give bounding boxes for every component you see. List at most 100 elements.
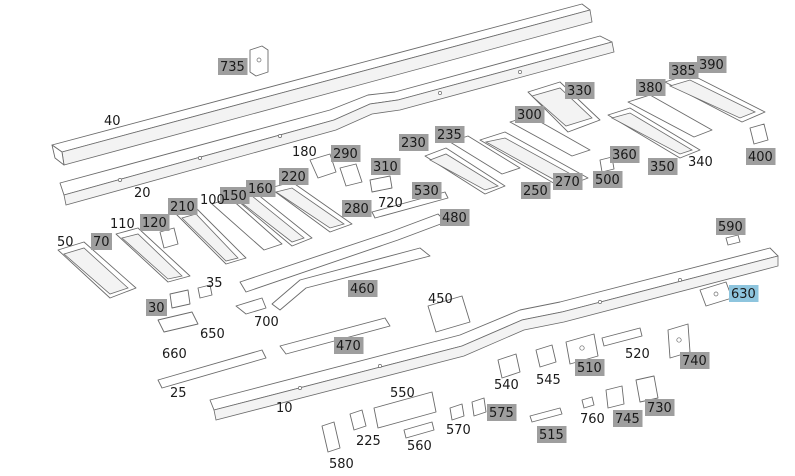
callout-350: 350 [648, 158, 678, 175]
callout-number-630: 630 [731, 287, 756, 302]
callout-number-575: 575 [489, 406, 514, 421]
callout-160: 160 [246, 180, 276, 197]
callout-box-530 [412, 182, 442, 199]
callout-650: 650 [200, 327, 225, 342]
callout-510: 510 [575, 359, 605, 376]
callout-box-70 [91, 233, 112, 250]
part-550-channel [373, 391, 437, 429]
callout-number-570: 570 [446, 423, 471, 438]
callout-number-25: 25 [170, 386, 187, 401]
part-10-long-rail [209, 247, 779, 421]
callout-box-350 [648, 158, 678, 175]
part-545-bracket [535, 344, 557, 368]
callout-235: 235 [435, 126, 465, 143]
callout-570: 570 [446, 423, 471, 438]
callout-number-380: 380 [638, 81, 663, 96]
callout-500: 500 [593, 171, 623, 188]
callout-300: 300 [515, 106, 545, 123]
callout-number-740: 740 [682, 354, 707, 369]
callout-470: 470 [334, 337, 364, 354]
part-50-70-cross-member [57, 241, 137, 299]
callout-box-630 [729, 285, 759, 302]
callout-number-540: 540 [494, 378, 519, 393]
callout-number-210: 210 [170, 200, 195, 215]
callout-number-515: 515 [539, 428, 564, 443]
part-745-bracket [605, 385, 625, 409]
callout-310: 310 [371, 158, 401, 175]
callout-number-160: 160 [248, 182, 273, 197]
callout-box-575 [487, 404, 517, 421]
callout-number-650: 650 [200, 327, 225, 342]
callout-400: 400 [746, 148, 776, 165]
callout-box-290 [331, 145, 361, 162]
callout-box-380 [636, 79, 666, 96]
callout-box-730 [645, 399, 675, 416]
part-650-660-plate [157, 311, 199, 333]
callout-180: 180 [292, 145, 317, 160]
callout-230: 230 [399, 134, 429, 151]
callout-740: 740 [680, 352, 710, 369]
callout-number-580: 580 [329, 457, 354, 472]
callout-735: 735 [218, 58, 248, 75]
callout-660: 660 [162, 347, 187, 362]
callout-745: 745 [613, 410, 643, 427]
callout-210: 210 [168, 198, 198, 215]
callout-box-385 [669, 62, 699, 79]
callout-number-385: 385 [671, 64, 696, 79]
part-510-bracket [565, 333, 599, 365]
callout-50: 50 [57, 235, 74, 250]
callout-number-50: 50 [57, 235, 74, 250]
callout-150: 150 [220, 187, 250, 204]
callout-730: 730 [645, 399, 675, 416]
callout-number-70: 70 [93, 235, 110, 250]
callout-number-220: 220 [281, 170, 306, 185]
callout-40: 40 [104, 114, 121, 129]
callout-box-460 [348, 280, 378, 297]
callout-120: 120 [140, 214, 170, 231]
callout-520: 520 [625, 347, 650, 362]
callout-550: 550 [390, 386, 415, 401]
callout-390: 390 [697, 56, 727, 73]
callout-number-720: 720 [378, 196, 403, 211]
callout-box-310 [371, 158, 401, 175]
callout-530: 530 [412, 182, 442, 199]
part-735-bracket [249, 45, 269, 77]
part-40-long-rail [51, 3, 593, 166]
part-630-bracket [699, 281, 733, 307]
callout-number-730: 730 [647, 401, 672, 416]
part-110-120-cross-member [115, 227, 191, 283]
callout-number-235: 235 [437, 128, 462, 143]
callout-280: 280 [342, 200, 372, 217]
callout-number-560: 560 [407, 439, 432, 454]
part-560-plate [403, 421, 435, 439]
callout-box-745 [613, 410, 643, 427]
callout-box-510 [575, 359, 605, 376]
part-225-bracket [349, 409, 367, 431]
part-760-block [581, 396, 595, 409]
part-590-pin [725, 234, 741, 246]
callout-number-360: 360 [612, 148, 637, 163]
callout-box-360 [610, 146, 640, 163]
callout-25: 25 [170, 386, 187, 401]
callout-515: 515 [537, 426, 567, 443]
part-700-bracket [235, 297, 267, 315]
callout-box-400 [746, 148, 776, 165]
callout-700: 700 [254, 315, 279, 330]
callout-box-390 [697, 56, 727, 73]
callout-720: 720 [378, 196, 403, 211]
callout-250: 250 [521, 182, 551, 199]
part-575-bracket [471, 397, 487, 417]
callout-number-30: 30 [148, 301, 165, 316]
callout-540: 540 [494, 378, 519, 393]
part-340-cross-member [627, 94, 713, 138]
callout-number-250: 250 [523, 184, 548, 199]
part-515-plate [529, 407, 563, 423]
callout-number-230: 230 [401, 136, 426, 151]
callout-630: 630 [729, 285, 759, 302]
part-580-bracket [321, 421, 341, 453]
callout-number-300: 300 [517, 108, 542, 123]
callout-number-110: 110 [110, 217, 135, 232]
callout-number-330: 330 [567, 84, 592, 99]
callout-575: 575 [487, 404, 517, 421]
